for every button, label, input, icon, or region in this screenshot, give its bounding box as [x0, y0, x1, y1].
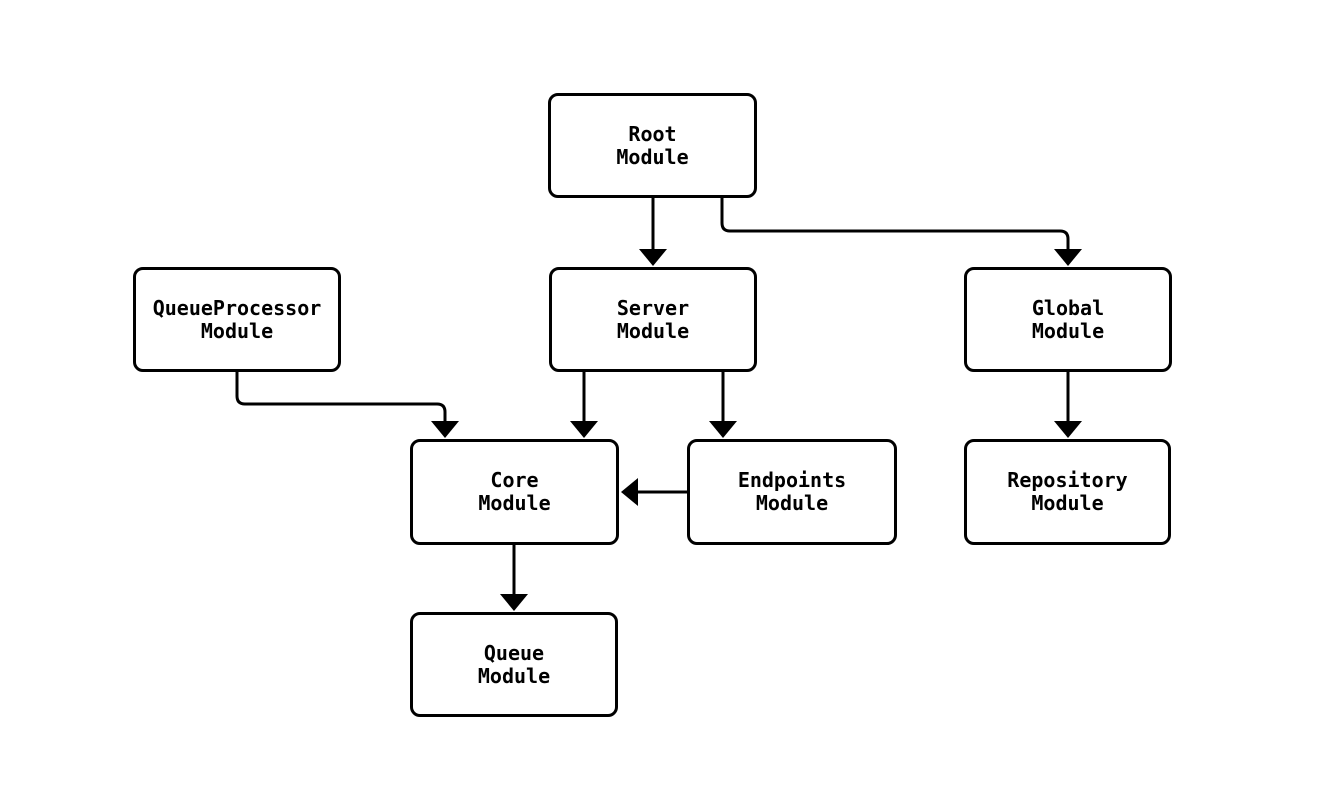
arrowhead-icon	[1054, 249, 1082, 266]
node-repository-module: Repository Module	[964, 439, 1171, 545]
node-global-module: Global Module	[964, 267, 1172, 372]
edge-core-to-queue	[500, 545, 528, 611]
arrowhead-icon	[621, 478, 638, 506]
node-queue-module: Queue Module	[410, 612, 618, 717]
edge-endpoints-to-core	[621, 478, 687, 506]
arrowhead-icon	[639, 249, 667, 266]
edge-server-to-endpoints	[709, 372, 737, 438]
node-root-module: Root Module	[548, 93, 757, 198]
edge-root-to-global	[720, 198, 1082, 266]
arrowhead-icon	[431, 421, 459, 438]
arrowhead-icon	[500, 594, 528, 611]
node-server-module-label: Server Module	[616, 295, 690, 343]
node-repository-module-label: Repository Module	[1007, 468, 1128, 515]
edge-server-to-core	[570, 372, 598, 438]
node-server-module: Server Module	[549, 267, 757, 372]
edge-root-to-server	[639, 198, 667, 266]
node-core-module: Core Module	[410, 439, 619, 545]
node-queue-module-label: Queue Module	[477, 640, 551, 688]
arrowhead-icon	[1054, 421, 1082, 438]
node-endpoints-module: Endpoints Module	[687, 439, 897, 545]
node-queueprocessor-module-label: QueueProcessor Module	[152, 295, 322, 343]
edge-queueprocessor-to-core	[235, 372, 459, 438]
node-root-module-label: Root Module	[616, 121, 689, 169]
arrowhead-icon	[709, 421, 737, 438]
node-queueprocessor-module: QueueProcessor Module	[133, 267, 341, 372]
arrowhead-icon	[570, 421, 598, 438]
node-endpoints-module-label: Endpoints Module	[737, 468, 847, 515]
node-core-module-label: Core Module	[478, 468, 551, 515]
edge-global-to-repository	[1054, 372, 1082, 438]
node-global-module-label: Global Module	[1031, 295, 1105, 343]
